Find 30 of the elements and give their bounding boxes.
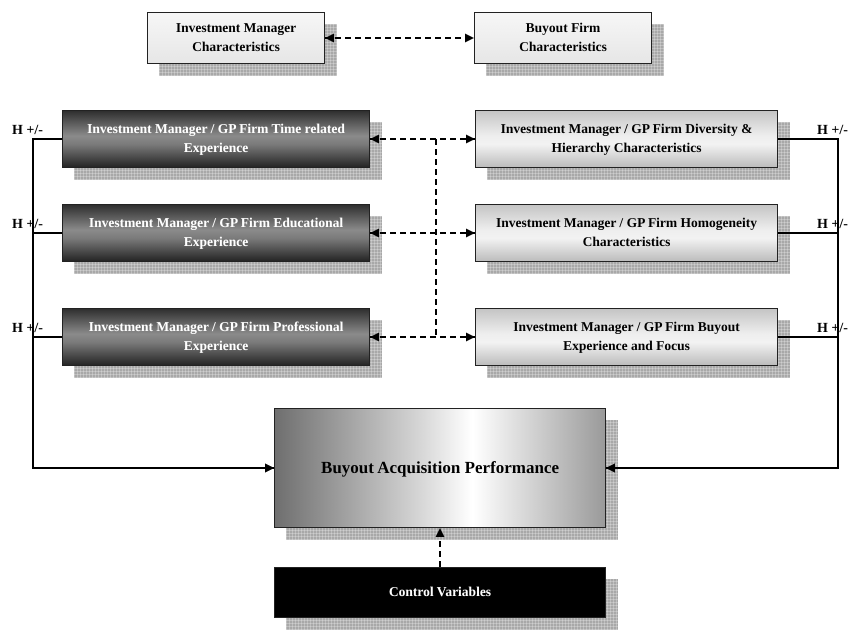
box-label: Investment Manager / GP Firm Educational Experience (88, 214, 344, 251)
arrow (370, 228, 475, 238)
arrow (325, 34, 474, 42)
variable-box (147, 12, 325, 64)
box-label: Investment Manager Characteristics (174, 19, 298, 56)
box-label: Investment Manager / GP Firm Buyout Experience and Focus (512, 318, 741, 355)
box-label: Investment Manager / GP Firm Diversity & Hierarchy Characteristics (500, 120, 754, 157)
box-label: Buyout Firm Characteristics (518, 19, 608, 56)
variable-box (474, 12, 652, 64)
variable-box (62, 110, 370, 168)
arrow (32, 336, 274, 472)
edge-label: H +/- (12, 124, 43, 138)
variable-box (475, 110, 778, 168)
edge-label: H +/- (817, 124, 848, 138)
variable-box (475, 204, 778, 262)
variable-box (475, 308, 778, 366)
box-label: Investment Manager / GP Firm Professional Experience (88, 318, 344, 355)
box-label: Investment Manager / GP Firm Time related Experience (86, 120, 346, 157)
variable-box (274, 567, 606, 618)
arrow (606, 336, 839, 472)
box-label: Buyout Acquisition Performance (321, 457, 559, 480)
arrow (370, 134, 475, 144)
arrow (436, 528, 444, 567)
box-label: Investment Manager / GP Firm Homogeneity Characteristics (494, 214, 758, 251)
variable-box (62, 308, 370, 366)
arrow (370, 332, 475, 342)
dashed-connector (435, 139, 437, 337)
box-label: Control Variables (388, 583, 492, 602)
variable-box (274, 408, 606, 528)
variable-box (62, 204, 370, 262)
